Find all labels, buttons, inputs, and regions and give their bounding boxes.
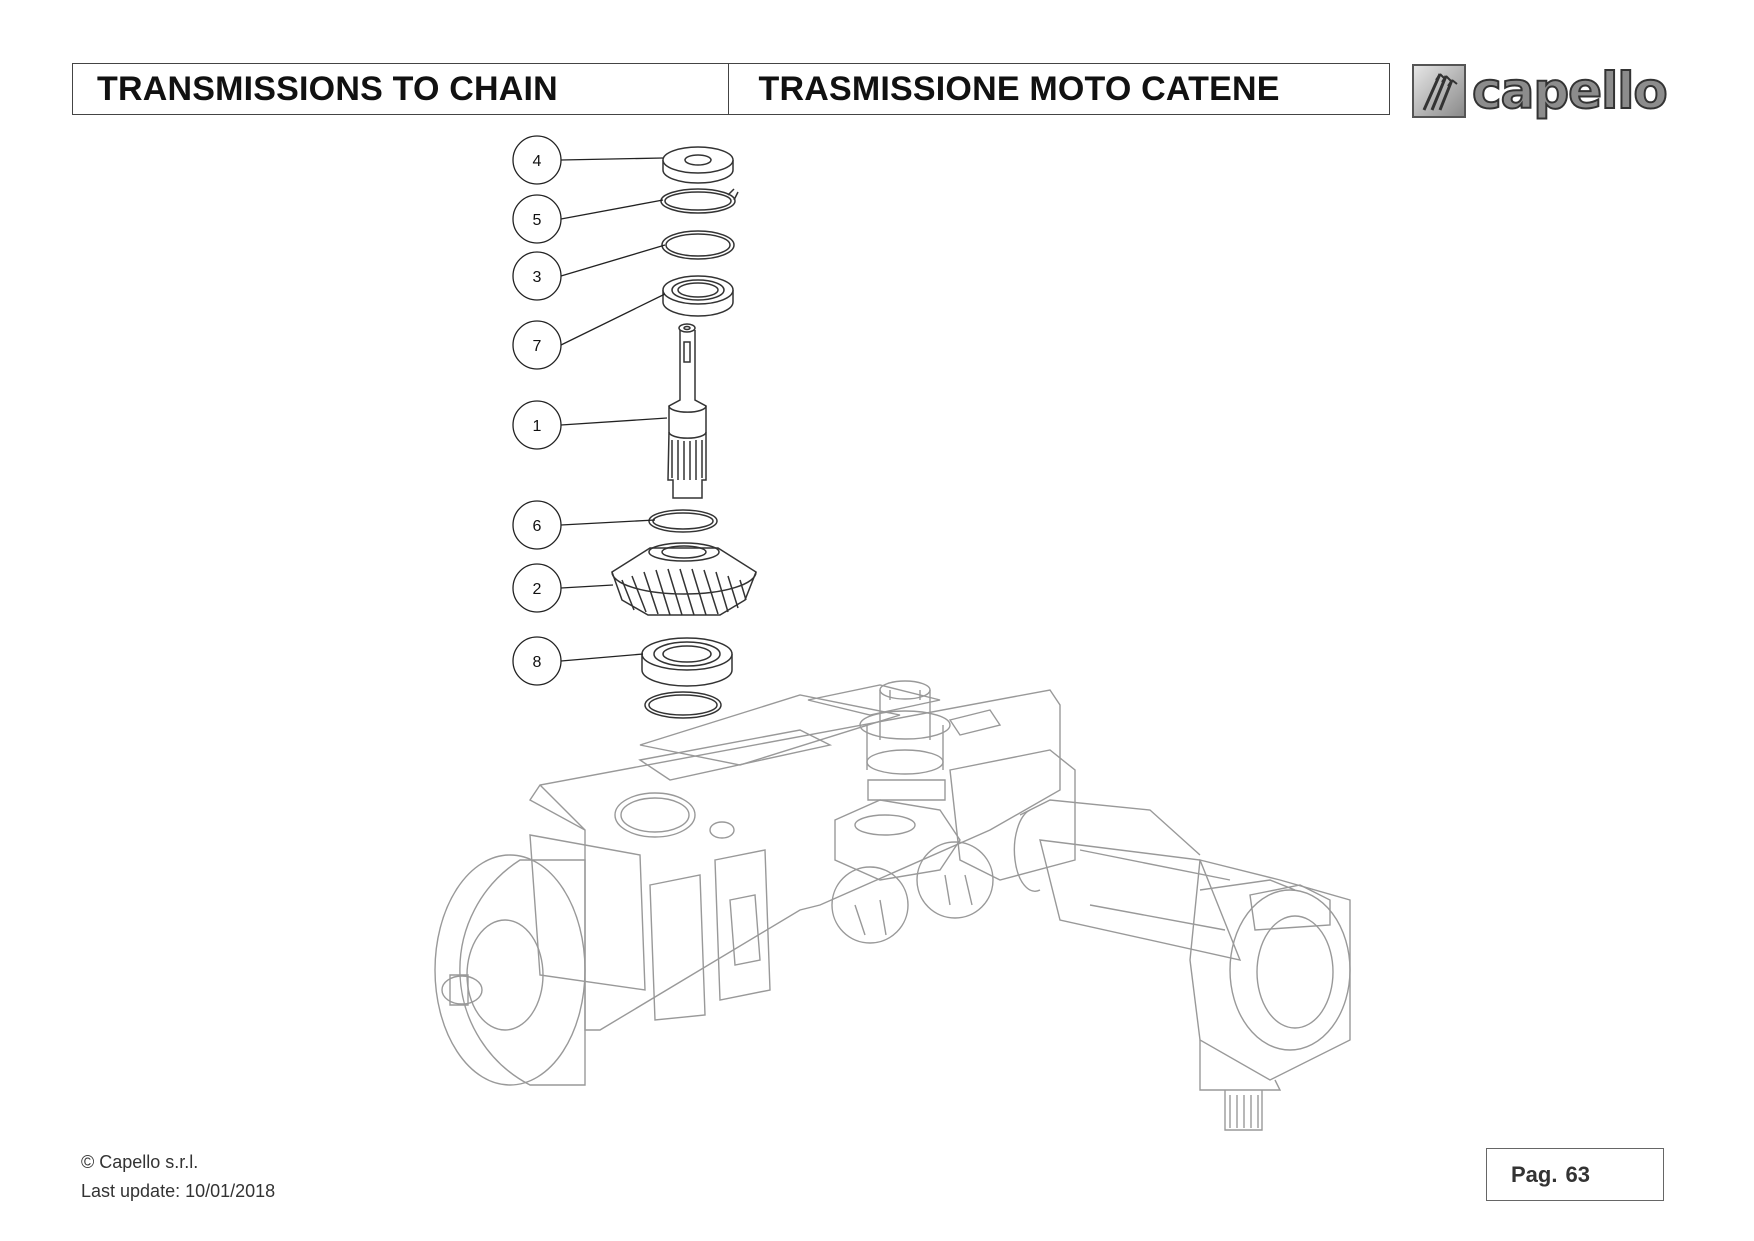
part-washer: [662, 146, 734, 184]
title-english: TRANSMISSIONS TO CHAIN: [97, 69, 558, 108]
callout-leader-4: [560, 157, 664, 161]
callout-leader-7: [560, 293, 666, 346]
callout-circle-3: [512, 251, 562, 301]
callout-number-8: 8: [533, 654, 542, 671]
part-bearing-top: [662, 275, 734, 317]
callout-circle-4: [512, 135, 562, 185]
callout-circle-5: [512, 194, 562, 244]
part-bearing-bottom: [641, 637, 733, 687]
logo-wordmark: capello: [1471, 61, 1669, 121]
callout-leader-8: [560, 653, 644, 662]
gearbox-assembly: [434, 680, 1351, 1131]
callout-number-5: 5: [533, 212, 542, 229]
page-label: Pag.: [1511, 1161, 1558, 1187]
callout-leader-5: [560, 199, 664, 220]
part-shaft: [667, 323, 707, 499]
part-bevel-gear: [611, 542, 757, 616]
callout-number-2: 2: [533, 581, 542, 598]
callout-circle-8: [512, 636, 562, 686]
page-number: 63: [1565, 1161, 1590, 1187]
callout-layer: 4 5 3 7 1 6 2 8: [512, 135, 668, 686]
callout-number-4: 4: [533, 153, 542, 170]
callout-circle-1: [512, 400, 562, 450]
capello-logo: capello: [1412, 61, 1674, 121]
footer-info: © Capello s.r.l. Last update: 10/01/2018: [81, 1148, 275, 1206]
callout-leader-2: [560, 584, 614, 589]
callout-number-6: 6: [533, 518, 542, 535]
part-snap-ring-mid: [648, 509, 718, 533]
callout-circle-2: [512, 563, 562, 613]
callout-number-1: 1: [533, 418, 542, 435]
part-snap-ring-top: [660, 188, 739, 214]
callout-leader-3: [560, 244, 666, 277]
copyright-text: © Capello s.r.l.: [81, 1152, 199, 1172]
callout-number-3: 3: [533, 269, 542, 286]
callout-leader-6: [560, 519, 656, 526]
callout-leader-1: [560, 417, 668, 426]
callout-circle-7: [512, 320, 562, 370]
part-ring-bottom: [644, 691, 722, 719]
part-o-ring: [661, 230, 735, 260]
page-header: TRANSMISSIONS TO CHAIN TRASMISSIONE MOTO…: [72, 63, 1390, 115]
page-number-box: Pag. 63: [1486, 1148, 1664, 1201]
title-italian: TRASMISSIONE MOTO CATENE: [727, 64, 1390, 114]
last-update-text: Last update: 10/01/2018: [81, 1181, 276, 1201]
callout-number-7: 7: [533, 338, 542, 355]
callout-circle-6: [512, 500, 562, 550]
wheat-icon: [1412, 64, 1466, 118]
